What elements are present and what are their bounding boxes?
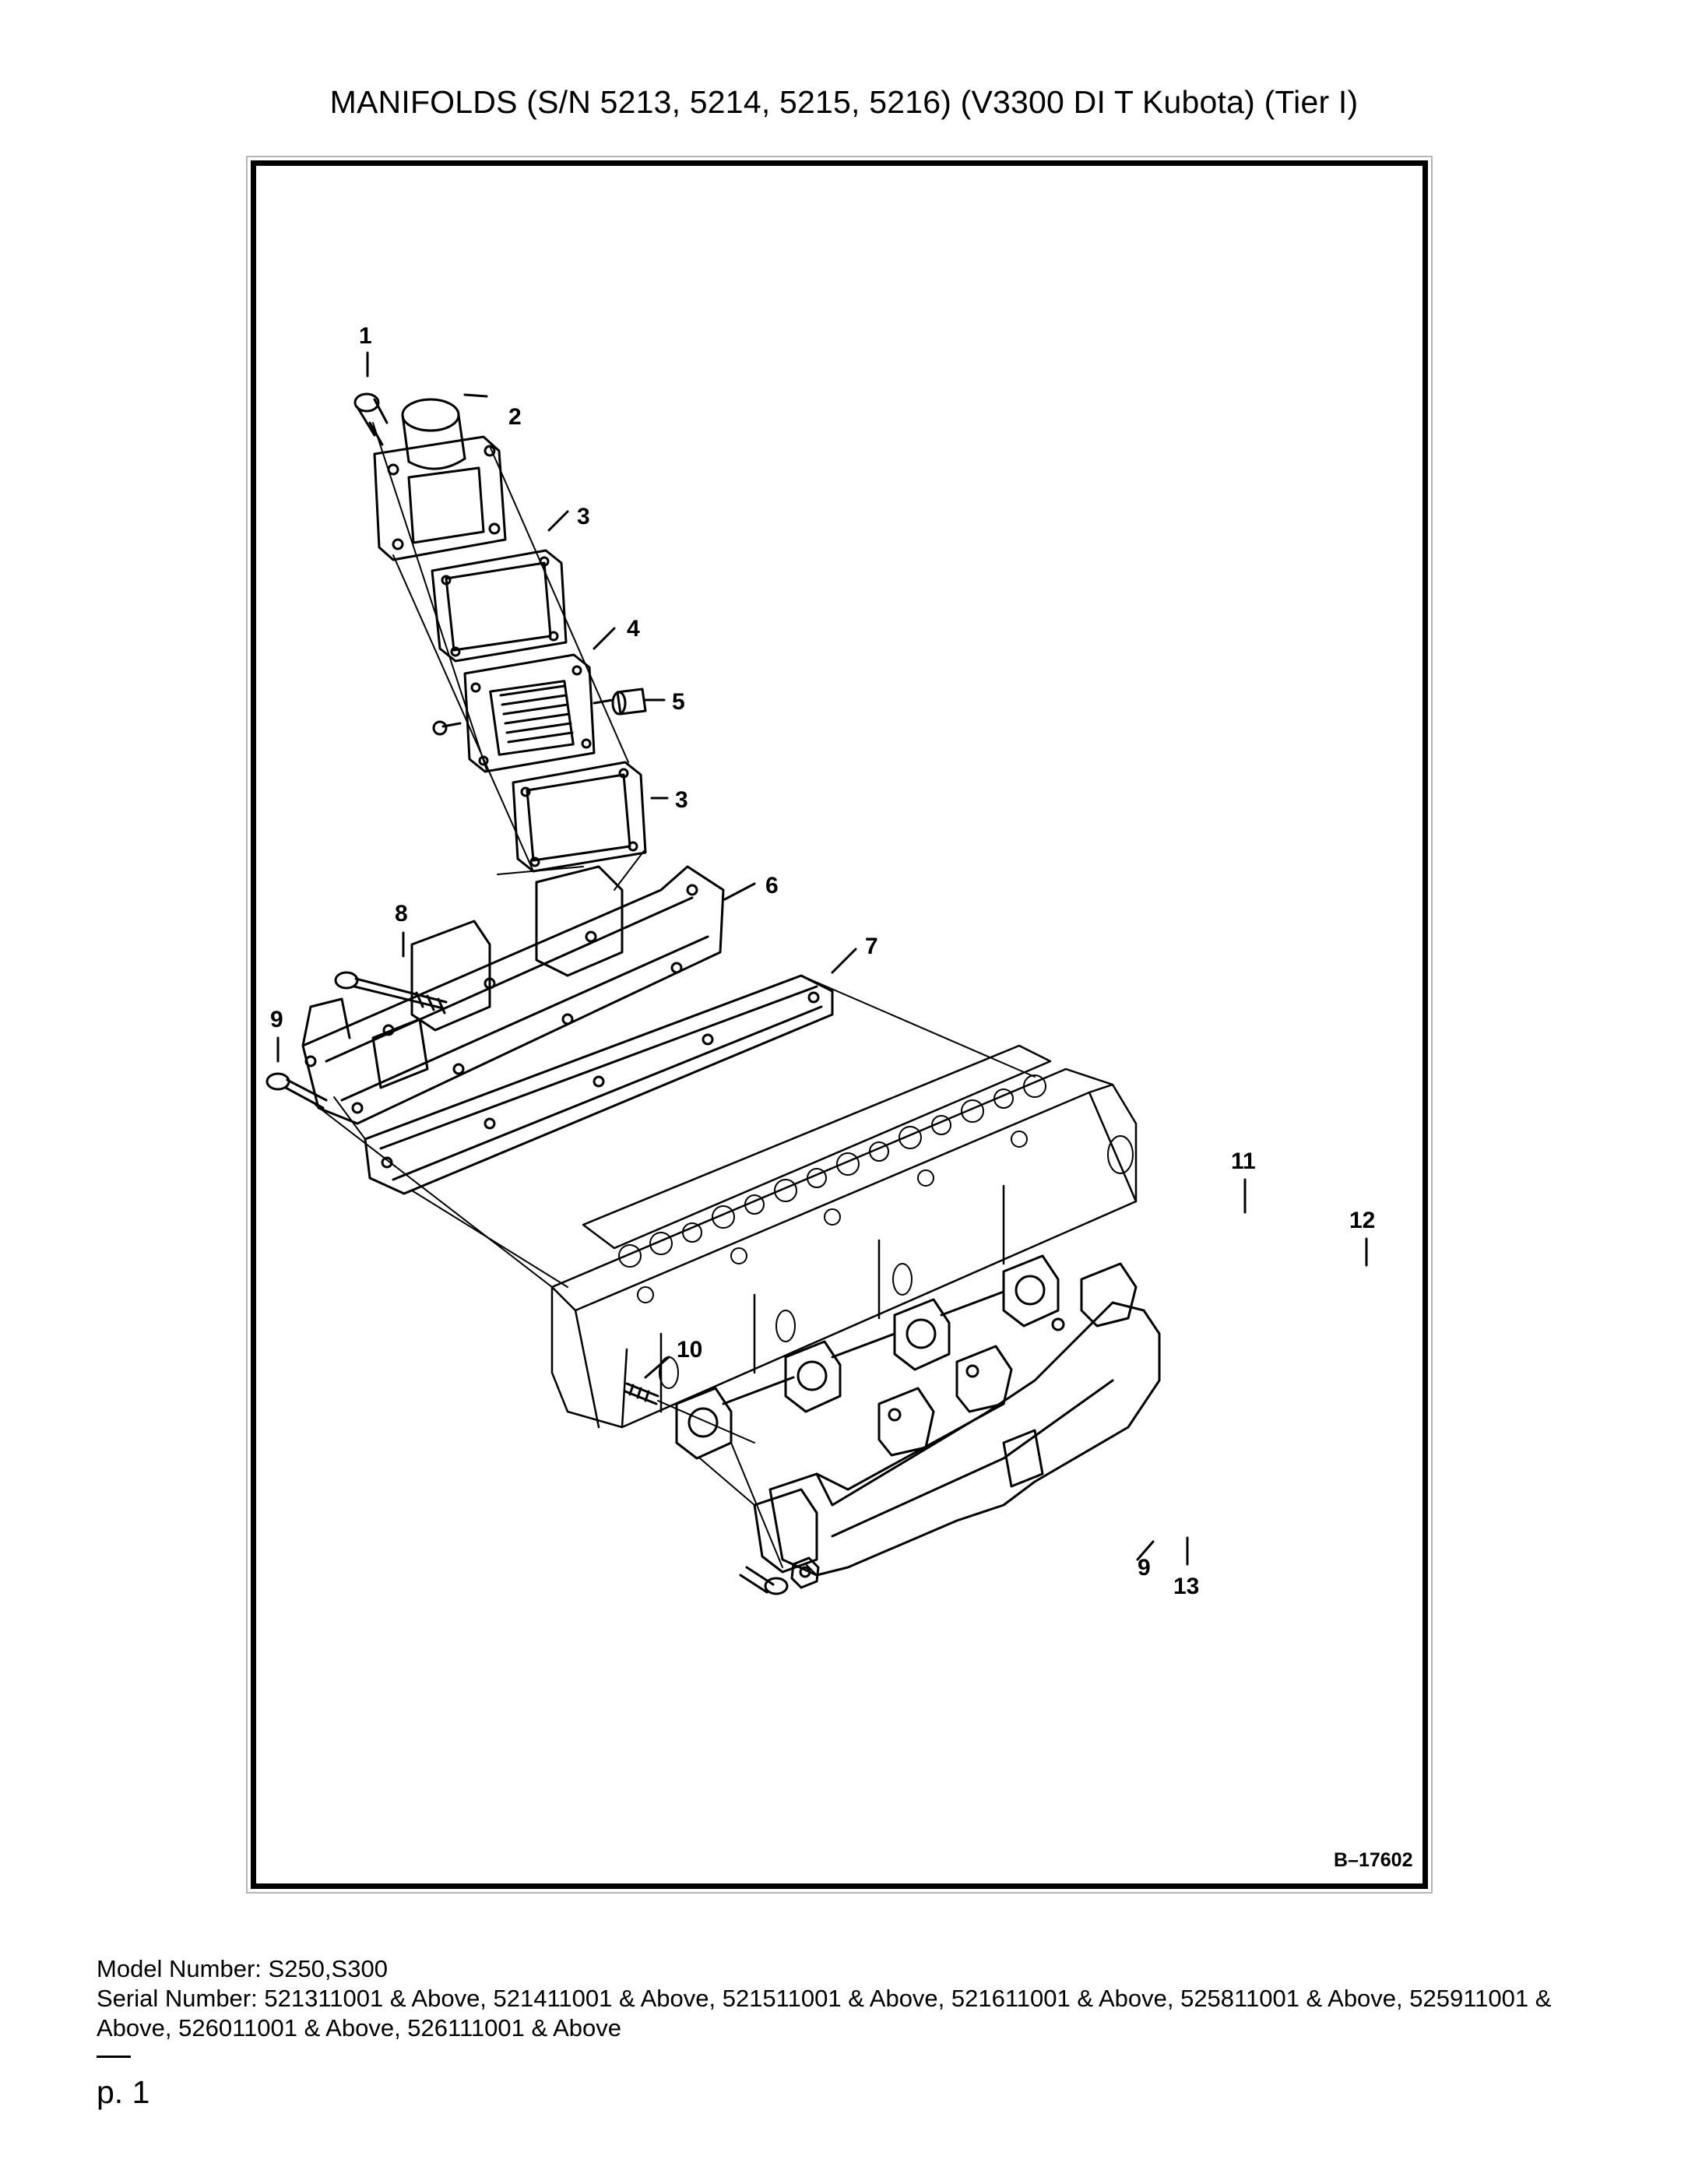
diagram-frame-outer [246, 156, 1433, 1894]
parts-diagram: 1 2 3 4 5 3 6 7 8 9 10 11 12 9 13 B–1760… [256, 166, 1422, 1883]
page-number: p. 1 [97, 2074, 150, 2110]
cylinder-head [550, 1044, 1138, 1429]
long-bolt-part-8 [334, 971, 448, 1015]
callout-1: 1 [359, 323, 372, 349]
callout-3-lower: 3 [675, 787, 688, 813]
bolt-part-1 [353, 392, 389, 446]
gasket-part-3-upper [431, 549, 568, 663]
callout-leaders [276, 351, 1368, 1566]
figure-reference: B–17602 [1334, 1849, 1412, 1871]
callout-10: 10 [677, 1337, 702, 1363]
callout-12: 12 [1349, 1208, 1375, 1233]
callout-7: 7 [865, 934, 878, 959]
callout-11: 11 [1231, 1148, 1256, 1174]
intake-heater-part-4 [432, 653, 614, 773]
callout-8: 8 [395, 901, 408, 927]
nut-part-13 [790, 1556, 820, 1589]
stud-part-10 [624, 1382, 659, 1405]
callout-5: 5 [672, 689, 685, 715]
callout-2: 2 [508, 404, 522, 430]
callout-3-upper: 3 [577, 504, 590, 529]
page-title: MANIFOLDS (S/N 5213, 5214, 5215, 5216) (… [329, 84, 1359, 120]
diagram-frame [251, 160, 1428, 1889]
intake-manifold-part-6 [301, 865, 725, 1125]
cap-part-5 [611, 688, 647, 716]
assembly-lines [315, 422, 1036, 1576]
exhaust-gasket-part-11 [675, 1254, 1060, 1460]
exhaust-manifold-part-12 [753, 1262, 1161, 1577]
water-outlet-part-2 [373, 398, 507, 561]
callout-4: 4 [627, 616, 640, 642]
callout-6: 6 [765, 873, 779, 899]
bolt-part-9-left [266, 1072, 328, 1110]
callout-9-left: 9 [270, 1007, 283, 1032]
exploded-view-svg: 1 2 3 4 5 3 6 7 8 9 10 11 12 9 13 B–1760… [266, 323, 1412, 1871]
gasket-part-3-lower [512, 761, 647, 873]
callout-9-right: 9 [1138, 1555, 1151, 1581]
model-serial-info: Model Number: S250,S300 Serial Number: 5… [97, 1954, 1623, 2043]
model-number: Model Number: S250,S300 [97, 1955, 388, 1982]
footer-rule [97, 2056, 131, 2058]
callout-13: 13 [1173, 1574, 1199, 1599]
bolt-part-9-right [739, 1566, 789, 1595]
serial-number: Serial Number: 521311001 & Above, 521411… [97, 1985, 1552, 2042]
